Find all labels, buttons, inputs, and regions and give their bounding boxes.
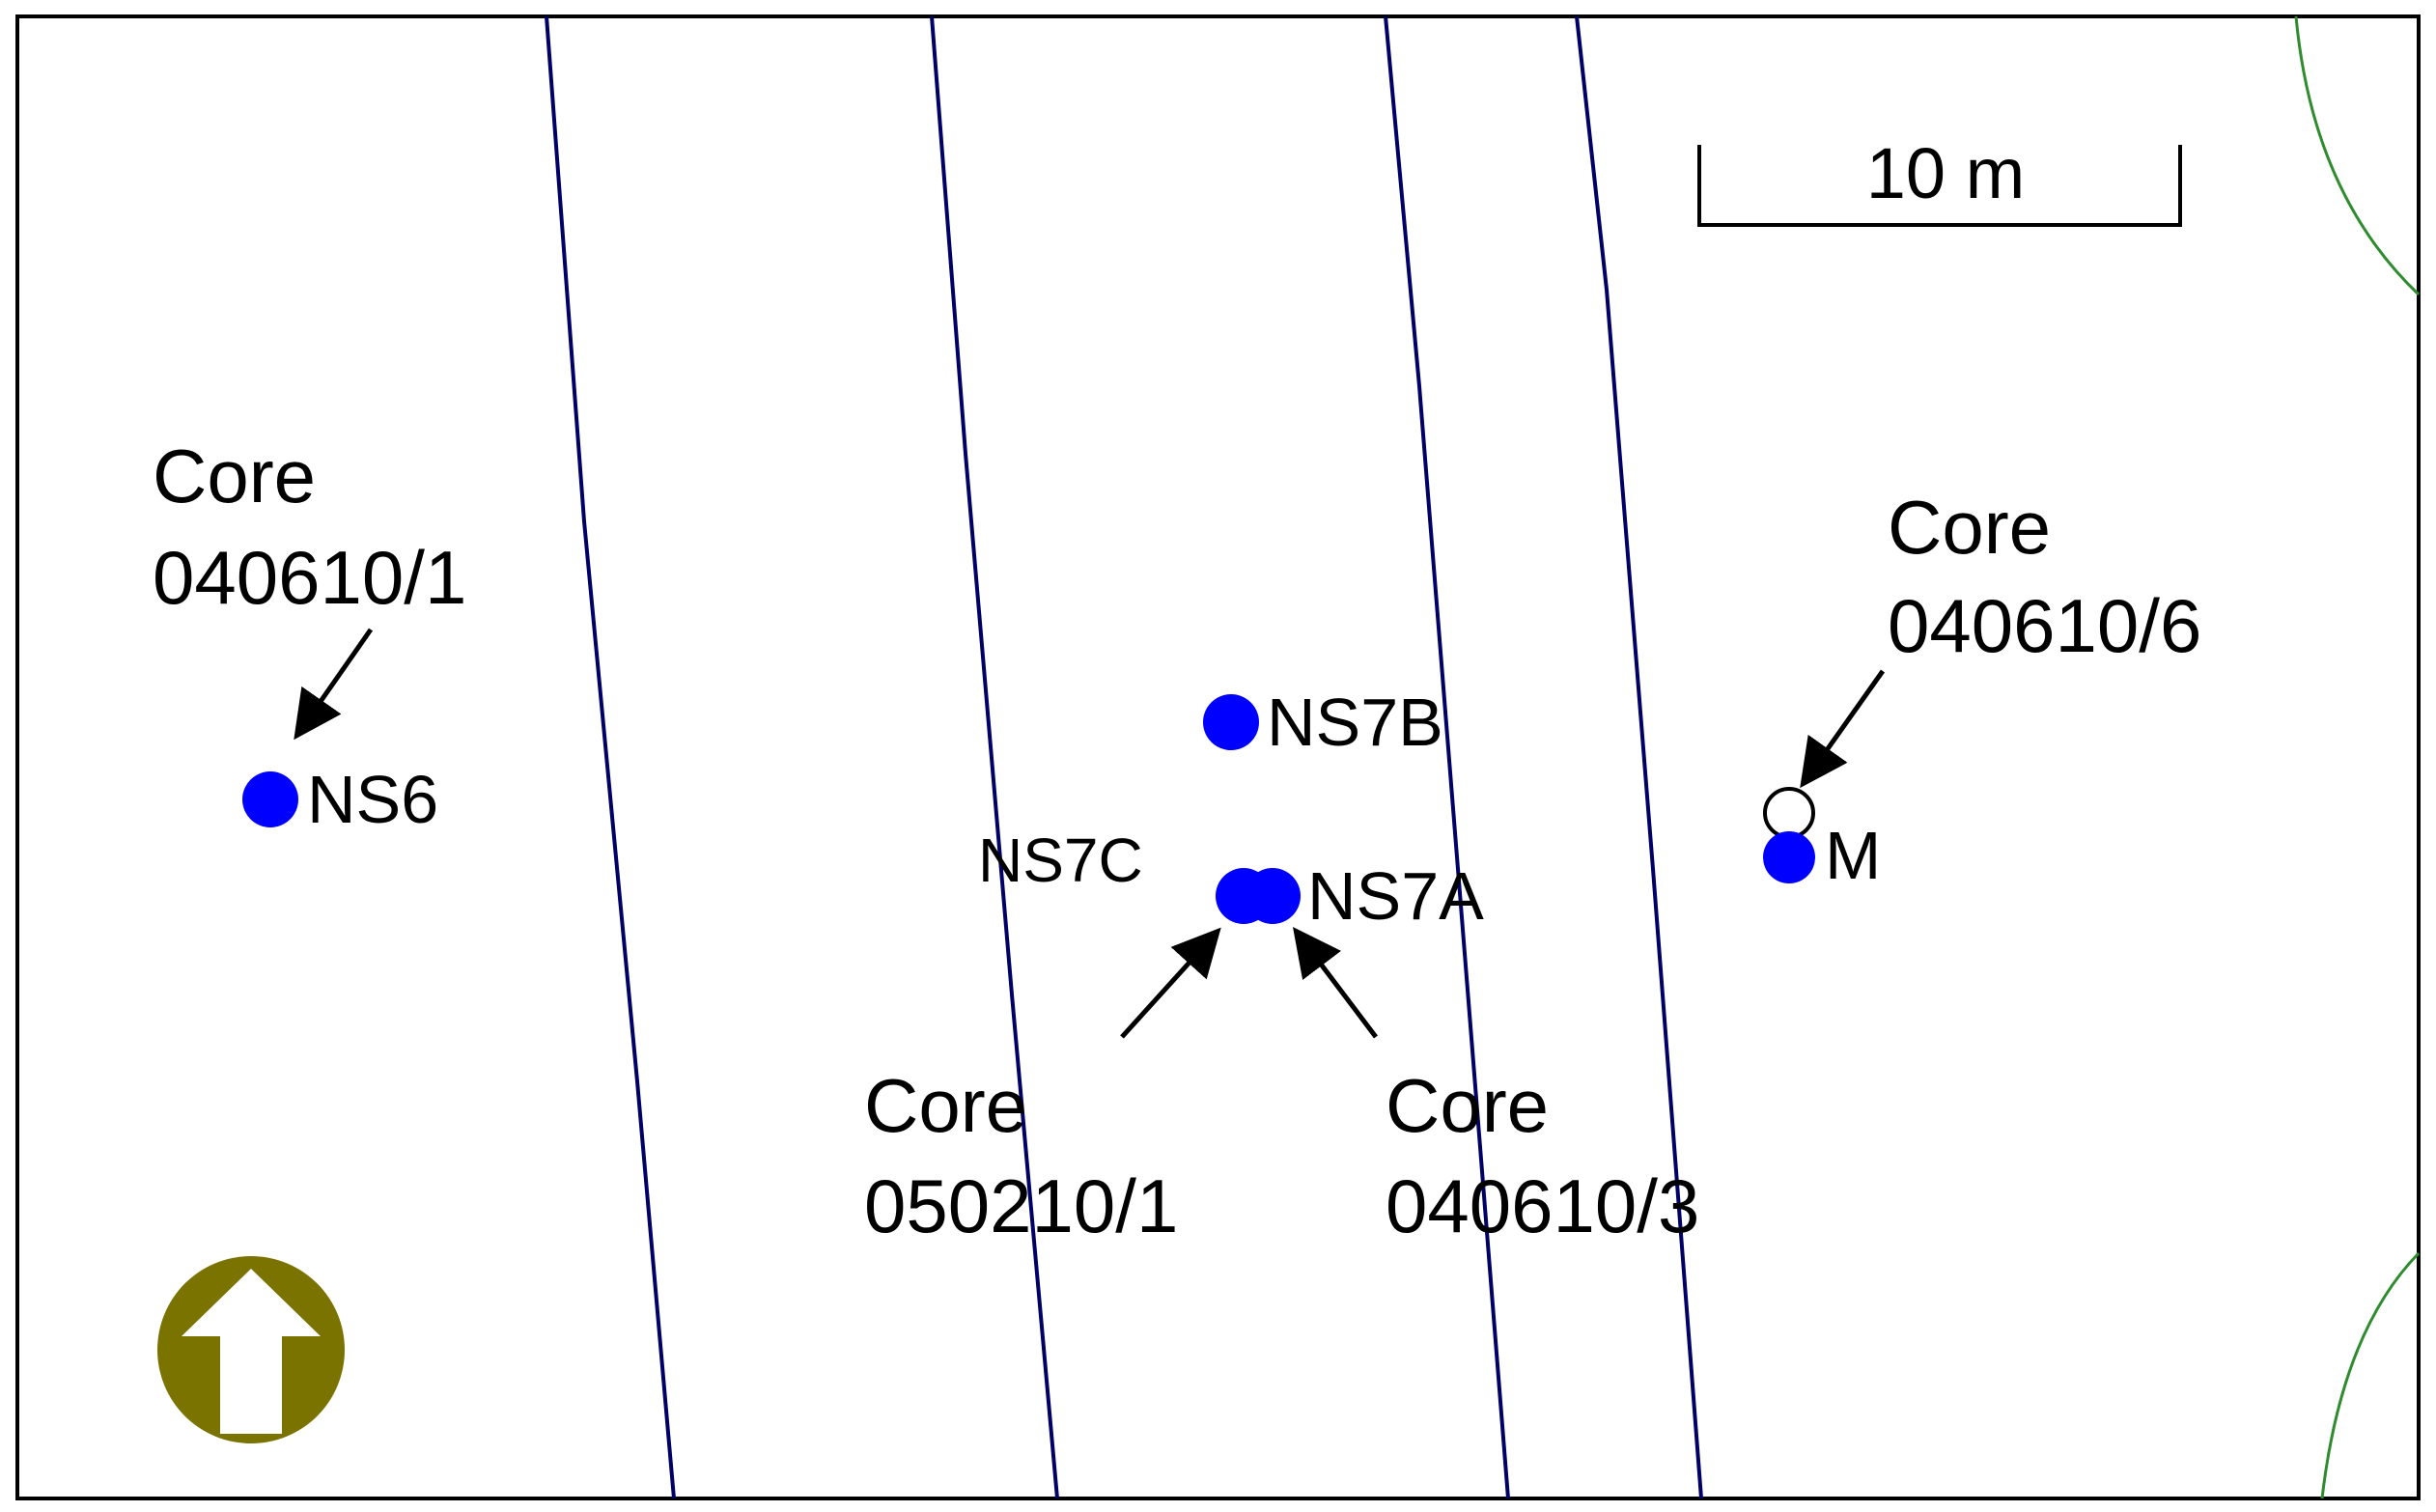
core-040610-1: Core 040610/1: [153, 434, 466, 741]
site-ns7c: NS7C: [978, 826, 1272, 924]
site-ns7a: NS7A: [1245, 858, 1484, 934]
core-label-line1: Core: [864, 1063, 1027, 1148]
contour-line-1: [545, 15, 676, 1499]
core-pointer-arrow: [294, 628, 374, 741]
north-arrow-icon: [157, 1256, 345, 1443]
site-marker: [1203, 694, 1259, 750]
core-label-line1: Core: [153, 434, 316, 518]
core-pointer-arrow: [1292, 927, 1378, 1039]
core-pointer-arrow: [1120, 927, 1221, 1039]
site-m: M: [1763, 787, 1881, 893]
contour-line-4: [1575, 15, 1703, 1499]
core-label-line2: 040610/6: [1888, 583, 2201, 668]
scale-bar-label: 10 m: [1866, 133, 2026, 213]
site-ns7b: NS7B: [1203, 685, 1443, 760]
contour-line-2: [930, 15, 1059, 1499]
core-040610-3: Core 040610/3: [1292, 927, 1699, 1248]
scale-bar-line: [1697, 145, 2182, 227]
site-label: NS7C: [978, 826, 1143, 895]
contour-lines: [545, 15, 1703, 1499]
site-marker: [1763, 831, 1815, 883]
core-pointer-arrow: [1800, 669, 1886, 789]
core-label-line2: 040610/3: [1386, 1163, 1699, 1248]
site-ns6: NS6: [242, 762, 438, 837]
site-marker: [242, 771, 298, 827]
vegetation-lines: [2294, 15, 2421, 1499]
core-label-line1: Core: [1888, 485, 2051, 570]
contour-line-3: [1384, 15, 1510, 1499]
core-050210-1: Core 050210/1: [864, 927, 1221, 1248]
site-label: NS7A: [1307, 858, 1484, 934]
core-label-line2: 040610/1: [153, 535, 466, 620]
core-label-line2: 050210/1: [864, 1163, 1178, 1248]
core-location-marker: [1763, 787, 1815, 839]
core-040610-6: Core 040610/6: [1800, 485, 2201, 789]
site-label: NS7B: [1267, 685, 1443, 760]
vegetation-line-top: [2294, 15, 2421, 296]
core-label-line1: Core: [1386, 1063, 1549, 1148]
site-marker: [1245, 868, 1301, 924]
site-label: NS6: [307, 762, 438, 837]
site-label: M: [1825, 818, 1881, 893]
vegetation-line-bottom: [2320, 1251, 2421, 1499]
scale-bar: 10 m: [1697, 133, 2182, 227]
map-frame: [15, 14, 2421, 1500]
